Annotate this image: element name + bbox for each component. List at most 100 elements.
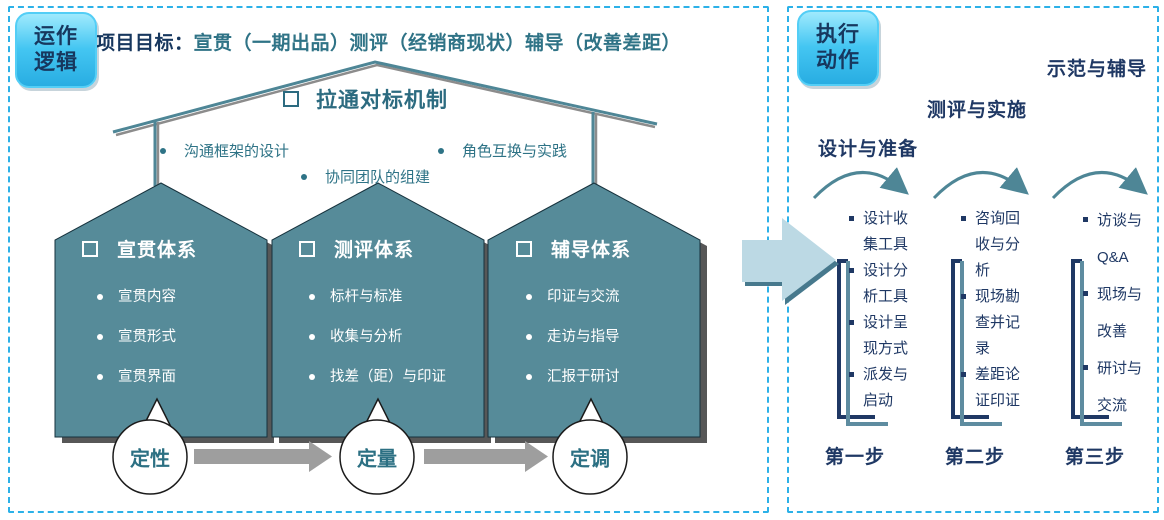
list-item: 咨询回收与分析 (961, 206, 1031, 284)
roof-bullet-2: 协同团队的组建 (325, 169, 431, 186)
bullet-dot-icon (438, 148, 444, 154)
pillar-1-item-1: 宣贯内容 (118, 289, 176, 305)
step-1-item-4: 派发与启动 (863, 366, 909, 409)
bullet-dot-icon (849, 268, 854, 273)
step-3-item-3: 研讨与交流 (1097, 360, 1143, 414)
list-item: 收集与分析 (309, 327, 485, 347)
project-goal-text: 宣贯（一期出品）测评（经销商现状）辅导（改善差距） (193, 33, 682, 54)
stage-circle-3 (552, 419, 628, 495)
pillar-1-item-2: 宣贯形式 (118, 329, 176, 345)
square-bullet-icon (299, 241, 315, 257)
bullet-dot-icon (961, 372, 966, 377)
pillar-2-item-1: 标杆与标准 (330, 289, 403, 305)
pillar-1-item-3: 宣贯界面 (118, 369, 176, 385)
stage-label-3: 定调 (570, 448, 610, 471)
pillar-3-item-3: 汇报于研讨 (547, 369, 620, 385)
stage-circle-1 (112, 419, 188, 495)
step-bracket-1 (837, 259, 888, 426)
bullet-dot-icon (526, 334, 532, 340)
project-goal-title: 项目目标：宣贯（一期出品）测评（经销商现状）辅导（改善差距） (96, 28, 681, 55)
step-1-item-2: 设计分析工具 (863, 262, 909, 305)
step-3-item-1: 访谈与Q&A (1097, 212, 1143, 266)
step-arc-1 (812, 167, 909, 200)
roof-bullet-1: 沟通框架的设计 (184, 143, 290, 160)
bullet-dot-icon (849, 216, 854, 221)
step-arc-2 (932, 167, 1029, 200)
right-section-badge-label: 执行动作 (816, 23, 860, 72)
pillar-3-list: 印证与交流 走访与指导 汇报于研讨 (526, 287, 702, 407)
bullet-dot-icon (97, 374, 103, 380)
step-3-item-2: 现场与改善 (1097, 286, 1143, 340)
roof-title: 拉通对标机制 (316, 89, 448, 112)
pillar-2-item-2: 收集与分析 (330, 329, 403, 345)
bullet-dot-icon (849, 320, 854, 325)
step-2-item-2: 现场勘查并记录 (975, 288, 1021, 357)
bullet-dot-icon (1083, 365, 1088, 370)
pillar-1-title: 宣贯体系 (117, 240, 198, 261)
bullet-dot-icon (961, 216, 966, 221)
list-item: 汇报于研讨 (526, 367, 702, 387)
roof-bullet-3: 角色互换与实践 (462, 143, 568, 160)
bullet-dot-icon (526, 374, 532, 380)
bullet-dot-icon (97, 294, 103, 300)
right-section-badge: 执行动作 (797, 10, 879, 86)
list-item: 宣贯内容 (97, 287, 273, 307)
list-item: 现场与改善 (1083, 276, 1153, 350)
stage-label-1: 定性 (130, 448, 170, 471)
roof-shadow-line (115, 63, 656, 137)
step-number-2: 第二步 (945, 447, 1006, 468)
bullet-dot-icon (526, 294, 532, 300)
step-1-item-1: 设计收集工具 (863, 210, 909, 253)
bullet-dot-icon (301, 174, 307, 180)
square-bullet-icon (283, 91, 299, 107)
left-section-badge-label: 运作逻辑 (34, 25, 78, 74)
bullet-dot-icon (309, 374, 315, 380)
square-bullet-icon (82, 241, 98, 257)
list-item: 找差（距）与印证 (309, 367, 485, 387)
bullet-dot-icon (97, 334, 103, 340)
step-arc-3 (1051, 167, 1148, 200)
list-item: 宣贯界面 (97, 367, 273, 387)
step-1-item-3: 设计呈现方式 (863, 314, 909, 357)
list-item: 设计分析工具 (849, 258, 919, 310)
step-title-1: 设计与准备 (818, 139, 919, 160)
bullet-dot-icon (309, 334, 315, 340)
list-item: 宣贯形式 (97, 327, 273, 347)
list-item: 差距论证印证 (961, 362, 1031, 414)
pillar-2-item-3: 找差（距）与印证 (330, 369, 446, 385)
step-bracket-2 (951, 259, 1002, 426)
bullet-dot-icon (961, 294, 966, 299)
stage-label-2: 定量 (357, 448, 397, 471)
bullet-dot-icon (1083, 291, 1088, 296)
step-number-1: 第一步 (825, 447, 886, 468)
list-item: 研讨与交流 (1083, 350, 1153, 424)
pillar-3-item-2: 走访与指导 (547, 329, 620, 345)
bullet-dot-icon (849, 372, 854, 377)
step-2-list: 咨询回收与分析 现场勘查并记录 差距论证印证 (961, 206, 1031, 414)
step-2-item-3: 差距论证印证 (975, 366, 1021, 409)
list-item: 派发与启动 (849, 362, 919, 414)
project-goal-prefix: 项目目标： (96, 33, 194, 54)
pillar-2-title: 测评体系 (334, 240, 415, 261)
stage-circle-2 (339, 419, 415, 495)
step-bracket-3 (1071, 259, 1122, 426)
bullet-dot-icon (1083, 217, 1088, 222)
roof-line (112, 60, 658, 134)
bullet-dot-icon (160, 148, 166, 154)
pillar-3-title: 辅导体系 (551, 240, 632, 261)
flow-arrow-2 (424, 441, 548, 472)
pillar-2-list: 标杆与标准 收集与分析 找差（距）与印证 (309, 287, 485, 407)
pillar-1-list: 宣贯内容 宣贯形式 宣贯界面 (97, 287, 273, 407)
step-3-list: 访谈与Q&A 现场与改善 研讨与交流 (1083, 202, 1153, 424)
step-number-3: 第三步 (1065, 447, 1126, 468)
step-1-list: 设计收集工具 设计分析工具 设计呈现方式 派发与启动 (849, 206, 919, 414)
list-item: 标杆与标准 (309, 287, 485, 307)
square-bullet-icon (516, 241, 532, 257)
left-section-badge: 运作逻辑 (15, 12, 97, 88)
step-title-3: 示范与辅导 (1047, 59, 1148, 80)
list-item: 印证与交流 (526, 287, 702, 307)
step-2-item-1: 咨询回收与分析 (975, 210, 1021, 279)
step-title-2: 测评与实施 (927, 100, 1028, 121)
list-item: 现场勘查并记录 (961, 284, 1031, 362)
